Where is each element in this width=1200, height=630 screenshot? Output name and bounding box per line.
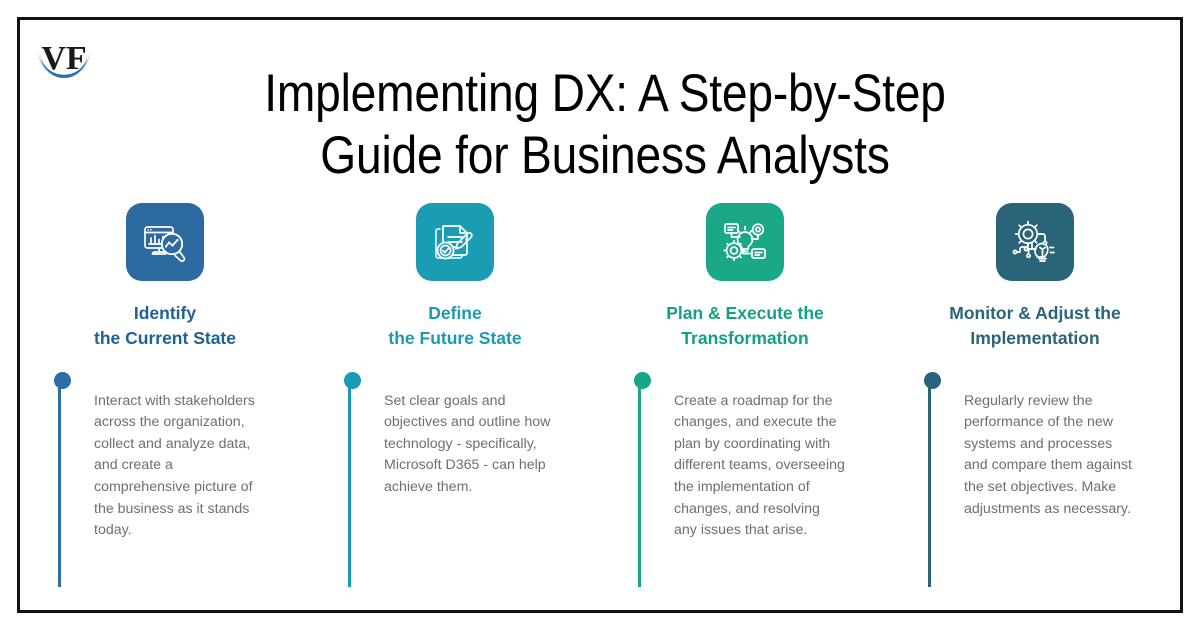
infographic-frame: VF Implementing DX: A Step-by-Step Guide… <box>17 17 1183 613</box>
step-1-timeline-dot <box>54 371 71 389</box>
step-column-2: Define the Future State Set clear goals … <box>310 203 600 587</box>
vf-monogram-logo: VF <box>33 31 95 89</box>
steps-row: Identify the Current State Interact with… <box>20 203 1180 587</box>
svg-text:VF: VF <box>41 40 86 77</box>
step-column-3: Plan & Execute the Transformation Create… <box>600 203 890 587</box>
step-4-timeline-dot <box>924 371 941 389</box>
step-column-1: Identify the Current State Interact with… <box>20 203 310 587</box>
step-3-icon-wrap <box>635 203 890 281</box>
step-3-timeline-dot <box>634 371 651 389</box>
step-3-body-text: Create a roadmap for the changes, and ex… <box>674 392 845 539</box>
step-4-icon-wrap <box>925 203 1180 281</box>
document-pencil-check-icon <box>416 203 494 281</box>
monitor-chart-magnifier-icon <box>126 203 204 281</box>
page-title: Implementing DX: A Step-by-Step Guide fo… <box>264 64 946 185</box>
step-3-heading: Plan & Execute the Transformation <box>666 303 824 349</box>
step-2-timeline-rule <box>344 371 361 587</box>
step-3-body-area: Create a roadmap for the changes, and ex… <box>634 371 890 587</box>
step-column-4: Monitor & Adjust the Implementation Regu… <box>890 203 1180 587</box>
gear-circuit-lightbulb-icon <box>996 203 1074 281</box>
step-4-body-area: Regularly review the performance of the … <box>924 371 1180 587</box>
step-2-icon-wrap <box>345 203 600 281</box>
step-4-heading: Monitor & Adjust the Implementation <box>949 303 1121 349</box>
step-2-heading: Define the Future State <box>388 303 522 349</box>
step-1-heading: Identify the Current State <box>94 303 236 349</box>
step-2-body-area: Set clear goals and objectives and outli… <box>344 371 600 587</box>
step-4-body-text: Regularly review the performance of the … <box>964 392 1132 517</box>
step-2-timeline-dot <box>344 371 361 389</box>
step-1-timeline-rule <box>54 371 71 587</box>
step-4-timeline-rule <box>924 371 941 587</box>
step-1-icon-wrap <box>55 203 310 281</box>
step-2-body-text: Set clear goals and objectives and outli… <box>384 392 551 496</box>
step-3-timeline-rule <box>634 371 651 587</box>
step-1-body-area: Interact with stakeholders across the or… <box>54 371 310 587</box>
step-1-body-text: Interact with stakeholders across the or… <box>94 392 255 539</box>
lightbulb-gear-network-icon <box>706 203 784 281</box>
